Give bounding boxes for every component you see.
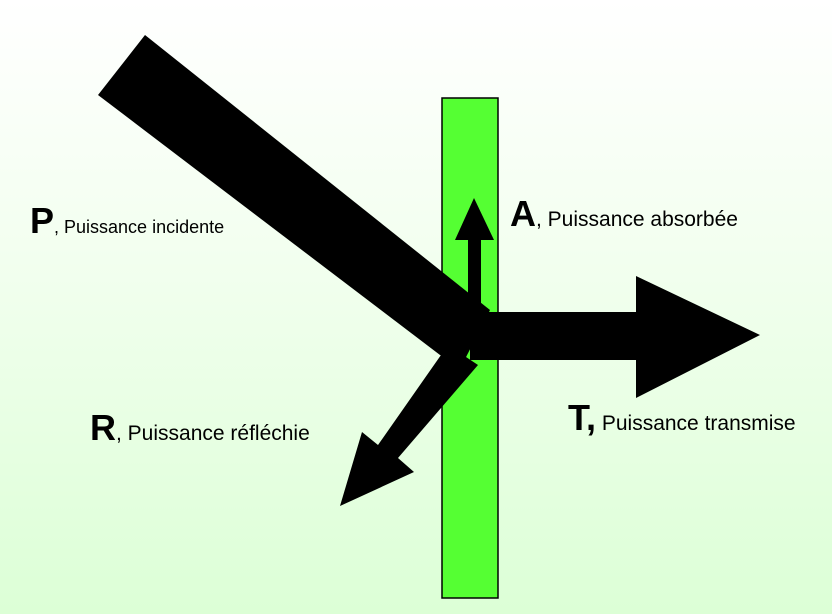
incident-letter: P [30, 200, 55, 241]
reflected-text: , Puissance réfléchie [116, 422, 310, 445]
reflected-letter: R [90, 407, 116, 448]
reflected-power-label: R, Puissance réfléchie [90, 407, 310, 449]
absorbed-letter: A [510, 193, 536, 234]
transmitted-arrow [470, 276, 760, 398]
incident-text: , Puissance incidente [54, 217, 225, 237]
absorbed-text: , Puissance absorbée [536, 208, 738, 231]
absorbed-arrow [455, 198, 494, 315]
incident-power-label: P, Puissance incidente [30, 200, 224, 242]
transmitted-letter: T, [568, 397, 597, 438]
reflected-arrow [340, 345, 478, 506]
incident-beam [98, 35, 490, 365]
transmitted-text: Puissance transmise [596, 412, 796, 435]
transmitted-power-label: T, Puissance transmise [568, 397, 796, 439]
absorbed-power-label: A, Puissance absorbée [510, 193, 738, 235]
